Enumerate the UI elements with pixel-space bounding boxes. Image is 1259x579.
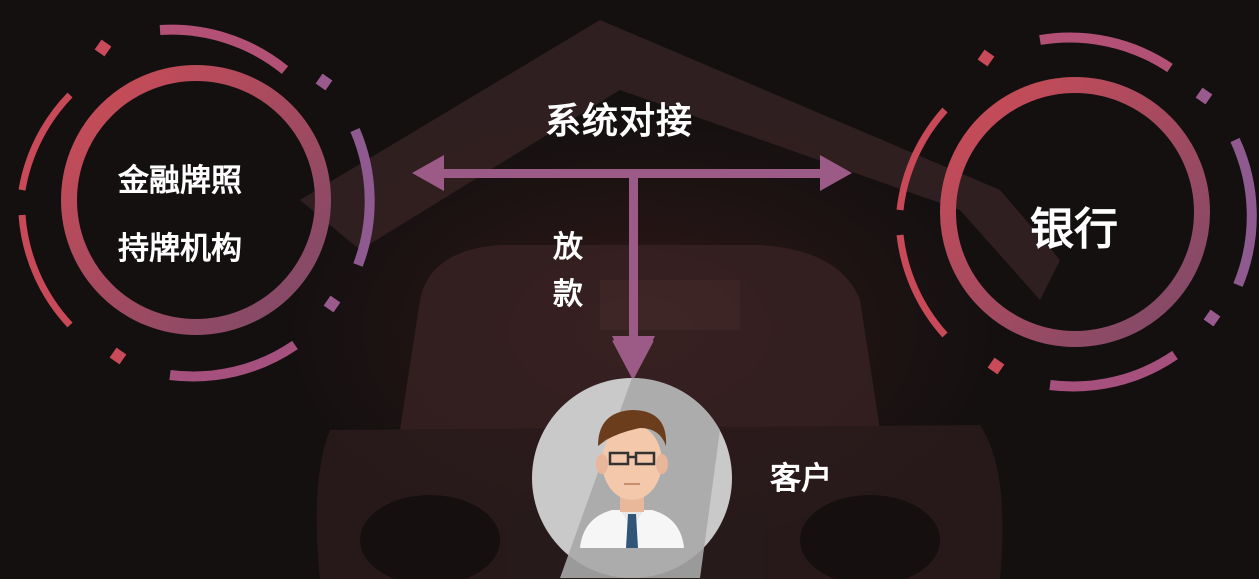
outer-arc <box>1049 350 1178 392</box>
financial-institution-node <box>18 24 375 382</box>
outer-arc <box>159 24 289 74</box>
outer-arc <box>169 340 298 382</box>
financial-license-label: 金融牌照 <box>118 163 242 199</box>
outer-arc <box>1039 32 1173 73</box>
outer-arc <box>1230 137 1257 287</box>
system-connect-label: 系统对接 <box>545 101 694 142</box>
accent-dot <box>94 39 112 57</box>
outer-arc <box>18 92 73 191</box>
outer-arc <box>18 214 73 328</box>
outer-arc <box>350 128 375 267</box>
bank-ring <box>940 77 1210 347</box>
licensed-institution-label: 持牌机构 <box>118 231 242 267</box>
customer-avatar-icon <box>532 377 732 578</box>
accent-dot <box>323 295 341 313</box>
outer-arc <box>896 107 948 211</box>
financial-ring <box>61 65 331 335</box>
down-arrow-icon <box>612 178 655 381</box>
lending-label: 放款 <box>553 230 583 312</box>
accent-dot <box>987 357 1005 375</box>
accent-dot <box>1195 87 1213 105</box>
bank-label: 银行 <box>1030 204 1118 255</box>
accent-dot <box>977 49 995 67</box>
bank-node <box>896 32 1257 392</box>
customer-label: 客户 <box>770 461 832 497</box>
accent-dot <box>109 347 127 365</box>
double-arrow-icon <box>412 155 852 191</box>
accent-dot <box>315 73 333 91</box>
outer-arc <box>896 234 948 338</box>
accent-dot <box>1203 309 1221 327</box>
